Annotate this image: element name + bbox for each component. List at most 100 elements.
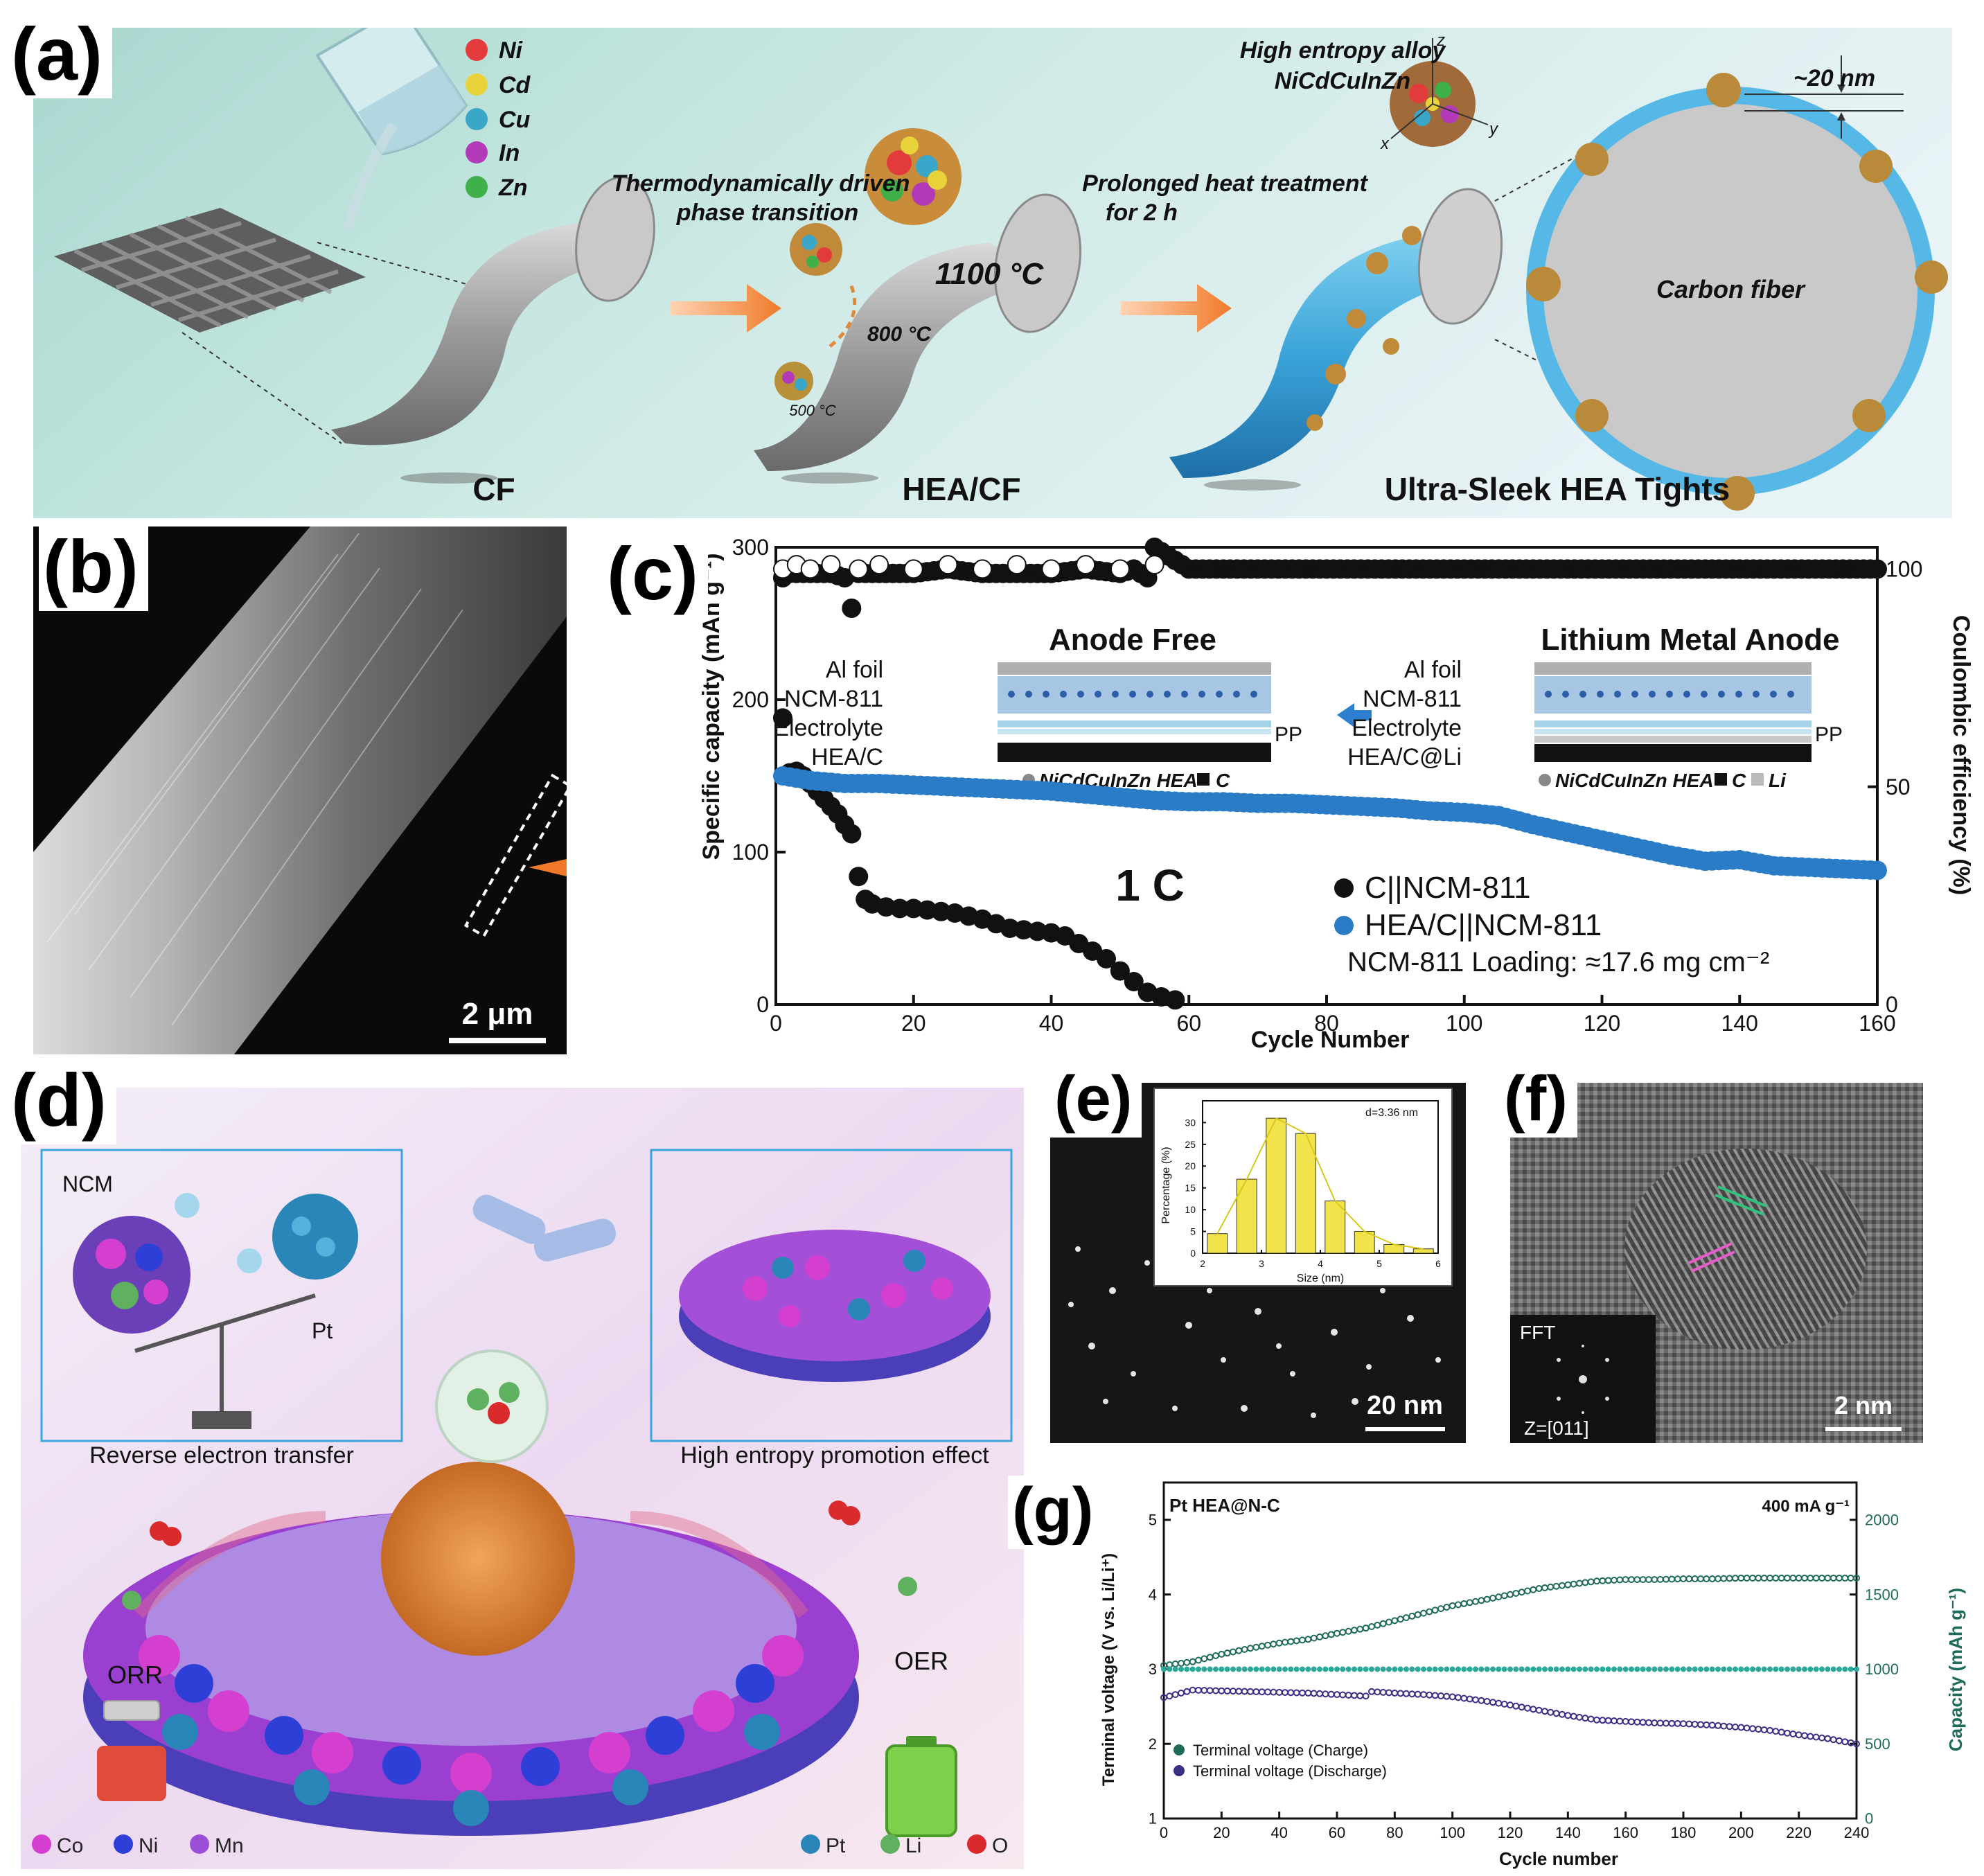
g-discharge-point [1293,1689,1300,1697]
reverse-frame [40,1149,403,1442]
g-discharge-point [1201,1687,1208,1694]
panel-f-letter: (f) [1500,1064,1577,1138]
g-charge-point [1495,1593,1503,1601]
c-ce-point [1144,555,1164,575]
g-discharge-point [1812,1733,1820,1741]
inset-right-layer-1: NCM-811 [1363,686,1462,712]
g-capacity-point [1622,1666,1629,1672]
g-capacity-point [1219,1666,1225,1672]
g-charge-point [1171,1660,1179,1667]
g-capacity-point [1565,1666,1571,1672]
g-discharge-point [1633,1718,1641,1726]
g-capacity-point [1617,1666,1623,1672]
g-capacity-point [1692,1666,1698,1672]
g-discharge-point [1737,1724,1745,1731]
g-discharge-point [1247,1688,1254,1695]
g-charge-point [1414,1611,1421,1618]
g-capacity-point [1276,1666,1282,1672]
g-charge-point [1397,1616,1404,1623]
e-fit-curve [1216,1117,1424,1250]
g-capacity-point [1196,1666,1201,1672]
g-charge-point [1663,1575,1669,1583]
g-charge-point [1691,1575,1699,1583]
g-discharge-point [1304,1689,1312,1697]
c-ce-point [938,555,958,575]
g-discharge-point [1299,1689,1306,1697]
panel-d: Co Ni Mn Pt Li O NCM Pt Reverse electron… [21,1088,1024,1869]
g-capacity-point [1733,1666,1738,1672]
g-discharge-point [1334,1691,1340,1699]
g-discharge-point [1518,1704,1525,1711]
inset-anode-free: Anode Free Al foil NCM-811 Electrolyte H… [773,623,1302,791]
g-capacity-point [1513,1666,1519,1672]
legend-ni-d-icon [114,1834,133,1854]
inset-right-c-icon [1715,773,1727,786]
g-charge-point [1518,1589,1525,1596]
g-charge-point [1195,1656,1202,1664]
g-capacity-point [1409,1666,1415,1672]
g-discharge-point [1789,1730,1797,1737]
inset-right-legend-li: Li [1769,770,1787,791]
legend-pt-icon [801,1834,820,1854]
g-charge-point [1616,1576,1624,1584]
g-charge-point [1264,1641,1271,1649]
g-charge-point [1576,1579,1583,1587]
g-charge-point [1426,1608,1433,1616]
e-bar [1325,1201,1346,1254]
g-ytick-label: 1 [1149,1810,1157,1828]
e-ytick-label: 30 [1185,1117,1196,1128]
g-charge-point [1345,1627,1352,1635]
g-capacity-point [1640,1666,1646,1672]
c-ce-point [842,599,862,618]
c-ce-point [1868,559,1887,579]
g-discharge-point [1766,1726,1773,1734]
g-charge-point [1587,1578,1595,1586]
g-charge-point [1743,1574,1751,1582]
g-discharge-point [1356,1692,1364,1699]
g-capacity-point [1790,1666,1796,1672]
nanoparticle-large-icon [865,128,962,225]
g-capacity-point [1461,1666,1467,1672]
g-capacity-point [1755,1666,1762,1672]
g-xtick-label: 180 [1671,1824,1697,1841]
reverse-label: Reverse electron transfer [89,1442,354,1469]
arrow-1-icon [671,284,781,333]
g-capacity-point [1669,1666,1675,1672]
carbon-fiber-section [1526,73,1948,511]
g-capacity-point [1588,1666,1594,1672]
g-capacity-point [1750,1666,1755,1672]
g-charge-point [1241,1645,1248,1653]
g-capacity-point [1478,1666,1485,1672]
c-ytick-label: 300 [732,535,769,560]
g-capacity-point [1496,1666,1502,1672]
g-charge-point [1512,1589,1520,1597]
g-charge-point [1593,1577,1600,1585]
element-legend: Ni Cd Cu In Zn [466,37,531,201]
c-ce-point [903,559,923,579]
g-capacity-point [1207,1666,1213,1672]
g-charge-point [1639,1576,1647,1584]
g-discharge-point [1206,1687,1214,1694]
g-charge-point [1339,1629,1347,1636]
g-discharge-point [1749,1725,1756,1733]
g-discharge-point [1524,1704,1531,1712]
g-ytick-label: 2 [1149,1735,1157,1753]
panel-e-letter: (e) [1050,1064,1142,1138]
g-discharge-point [1656,1719,1664,1727]
g-capacity-point [1300,1666,1305,1672]
fiber-label: Carbon fiber [1656,275,1806,303]
g-charge-point [1478,1597,1485,1604]
panel-g: Terminal voltage (V vs. Li/Li⁺) Capacity… [1095,1469,1974,1870]
g-capacity-point [1646,1666,1651,1672]
g-xtick-label: 240 [1844,1824,1870,1841]
g-charge-point [1726,1575,1733,1582]
g-charge-point [1327,1631,1335,1638]
g-capacity-point [1525,1666,1530,1672]
g-capacity-point [1802,1666,1807,1672]
g-charge-point [1628,1576,1635,1584]
g-discharge-point [1345,1691,1352,1699]
inset-arrow-icon [1337,703,1372,727]
hea-sphere-icon [1390,38,1489,147]
g-capacity-point [1369,1666,1374,1672]
